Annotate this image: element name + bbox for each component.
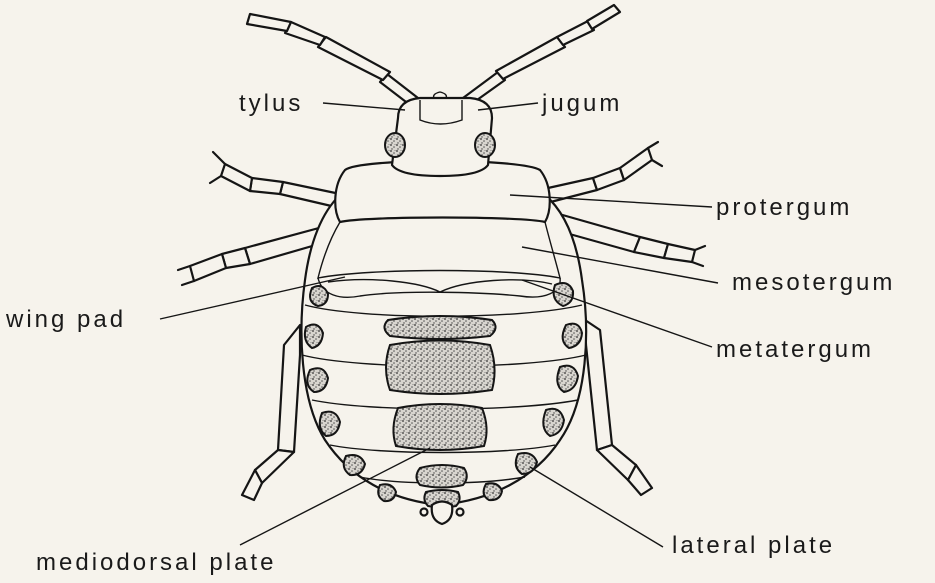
right-eye <box>475 133 495 157</box>
label-mediodorsal-plate: mediodorsal plate <box>36 549 276 576</box>
left-eye <box>385 133 405 157</box>
head <box>385 92 495 176</box>
label-lateral-plate: lateral plate <box>672 532 835 559</box>
label-wing-pad: wing pad <box>5 306 126 333</box>
right-hind-leg <box>585 320 652 495</box>
label-jugum: jugum <box>541 90 622 117</box>
anal-tip <box>432 502 453 525</box>
label-protergum: protergum <box>716 194 852 221</box>
left-front-leg <box>210 152 345 208</box>
label-metatergum: metatergum <box>716 336 874 363</box>
label-mesotergum: mesotergum <box>732 269 895 296</box>
left-hind-leg <box>242 325 300 500</box>
label-tylus: tylus <box>239 90 303 117</box>
